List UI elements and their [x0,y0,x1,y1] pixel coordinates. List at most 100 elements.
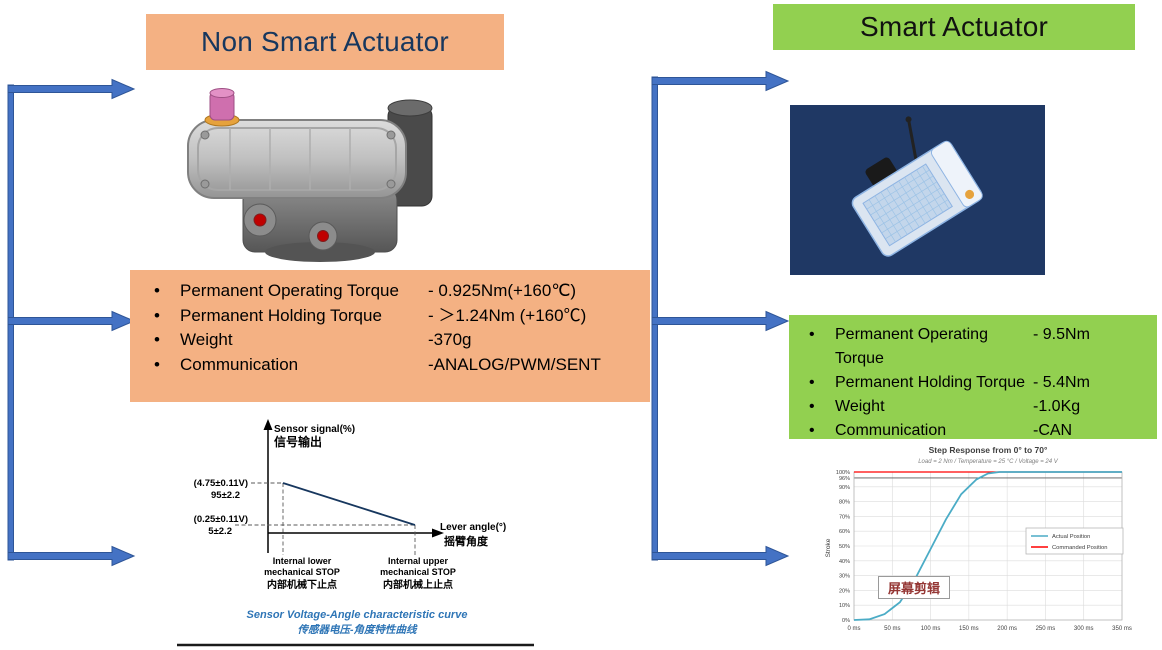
sensor-voltage-angle-chart: Sensor signal(%) 信号输出 (4.75±0.11V) 95±2.… [177,419,534,647]
spec-row: Weight -1.0Kg [807,395,1153,419]
sensor-high-voltage: (4.75±0.11V) [194,478,248,489]
non-smart-header: Non Smart Actuator [146,14,504,70]
svg-text:10%: 10% [839,603,850,609]
spec-value: -370g [428,330,472,349]
spec-value: - 5.4Nm [1033,374,1090,391]
right-bracket-bar [651,76,658,561]
svg-text:0 ms: 0 ms [847,626,860,632]
smart-spec-box: Permanent Operating Torque - 9.5Nm Perma… [789,315,1157,439]
spec-row: Communication -CAN [807,419,1153,443]
svg-text:350 ms: 350 ms [1112,626,1132,632]
main-cover [187,119,407,199]
lower-housing [242,187,398,262]
step-response-chart: Step Response from 0° to 70° Load = 2 Nm… [820,440,1135,650]
svg-text:150 ms: 150 ms [959,626,979,632]
non-smart-spec-list: Permanent Operating Torque - 0.925Nm(+16… [152,279,644,377]
spec-label: Permanent Holding Torque [835,374,1026,391]
step-response-svg: Step Response from 0° to 70° Load = 2 Nm… [825,445,1132,632]
antenna [907,119,918,160]
mount-boss-left [243,203,277,237]
svg-text:90%: 90% [839,485,850,491]
x-axis-arrowhead [432,528,444,538]
spec-label: Weight [180,330,233,349]
arrow-to-sensor-chart [7,545,136,567]
svg-text:0%: 0% [842,618,850,624]
spec-row: Communication -ANALOG/PWM/SENT [152,353,644,378]
sensor-caption-zh: 传感器电压-角度特性曲线 [298,623,418,636]
svg-text:50 ms: 50 ms [884,626,900,632]
spec-label: Permanent Holding Torque [180,305,382,325]
spec-label: Communication [835,422,947,439]
right-stop-line3: 内部机械上止点 [383,578,453,591]
sensor-low-percent: 5±2.2 [208,526,232,537]
step-chart-ylabel: Stroke [825,538,832,557]
cad-model [851,116,983,257]
sensor-high-percent: 95±2.2 [211,490,240,501]
left-bracket-bar [7,84,14,561]
actual-position-line [853,471,1122,621]
sensor-low-voltage: (0.25±0.11V) [194,514,248,525]
right-stop-line2: mechanical STOP [380,567,456,577]
sensor-y-label-en: Sensor signal(%) [274,424,355,435]
smart-header: Smart Actuator [773,4,1135,50]
connector-dot [965,189,975,199]
mount-boss-center [308,221,338,251]
spec-row: Permanent Operating Torque - 9.5Nm [807,323,1153,371]
step-chart-subtitle: Load = 2 Nm / Temperature = 25 °C / Volt… [918,459,1059,465]
non-smart-actuator-image [187,88,433,262]
spec-value: -CAN [1033,422,1073,439]
sensor-caption-en: Sensor Voltage-Angle characteristic curv… [247,609,468,621]
svg-text:300 ms: 300 ms [1074,626,1094,632]
left-stop-line2: mechanical STOP [264,567,340,577]
left-flow-bracket [7,78,136,567]
spec-label: Permanent Operating Torque [180,281,399,300]
left-stop-line3: 内部机械下止点 [267,578,337,591]
right-stop-line1: Internal upper [388,556,449,566]
svg-text:70%: 70% [839,514,850,520]
spec-row: Weight -370g [152,328,644,353]
spec-value: -ANALOG/PWM/SENT [428,354,601,374]
svg-text:50%: 50% [839,544,850,550]
spec-label: Weight [835,398,885,415]
smart-spec-list: Permanent Operating Torque - 9.5Nm Perma… [807,323,1153,443]
motor-block [865,157,897,187]
svg-text:60%: 60% [839,529,850,535]
spec-value: - ＞1.24Nm (+160℃) [428,305,587,325]
sensor-x-label-en: Lever angle(°) [440,522,506,533]
sensor-chart-dashed-lines [235,482,416,555]
spec-value: - 0.925Nm(+160℃) [428,281,577,300]
connector-cap [204,88,240,127]
left-stop-line1: Internal lower [273,556,332,566]
svg-text:100 ms: 100 ms [921,626,941,632]
arrow-to-nonsmart-image [7,78,136,100]
arrow-to-step-chart [651,545,790,567]
sensor-chart-axes [267,427,434,553]
svg-text:20%: 20% [839,588,850,594]
spec-row: Permanent Operating Torque - 0.925Nm(+16… [152,279,644,304]
svg-text:Commanded Position: Commanded Position [1052,545,1107,551]
arrow-to-nonsmart-specs [7,310,136,332]
svg-text:100%: 100% [836,470,850,476]
spec-row: Permanent Holding Torque - ＞1.24Nm (+160… [152,304,644,329]
step-chart-legend [1025,527,1124,555]
arrow-to-smart-specs [651,310,790,332]
svg-text:200 ms: 200 ms [997,626,1017,632]
spec-row: Permanent Holding Torque - 5.4Nm [807,371,1153,395]
sensor-y-label-zh: 信号输出 [274,434,322,449]
svg-text:Actual Position: Actual Position [1052,534,1090,540]
sensor-characteristic-line [282,482,416,526]
y-axis-arrowhead [263,419,273,430]
svg-text:80%: 80% [839,500,850,506]
spec-value: -1.0Kg [1033,398,1081,415]
spec-label: Permanent Operating Torque [835,326,988,367]
svg-text:250 ms: 250 ms [1036,626,1056,632]
arrow-to-smart-image [651,70,790,92]
right-flow-bracket [651,70,790,567]
svg-text:96%: 96% [839,476,850,482]
svg-text:30%: 30% [839,574,850,580]
spec-label: Communication [180,354,299,374]
non-smart-spec-box: Permanent Operating Torque - 0.925Nm(+16… [130,270,650,402]
sensor-x-label-zh: 摇臂角度 [444,534,489,548]
svg-text:40%: 40% [839,559,850,565]
